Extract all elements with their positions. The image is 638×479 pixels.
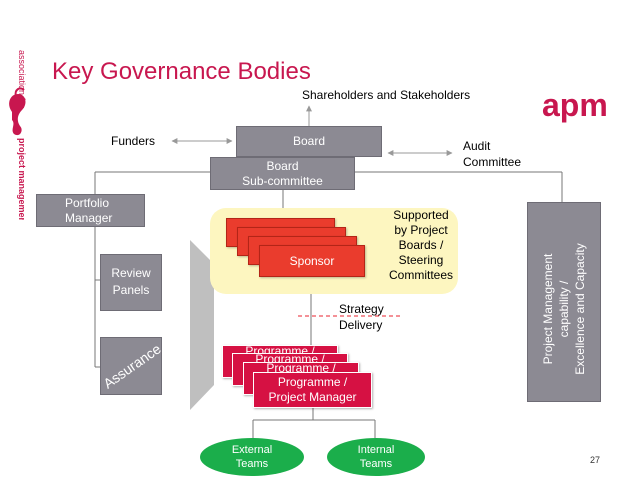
audit-line1: Audit — [463, 139, 491, 153]
pm-capability-box: Project Management capability / Excellen… — [527, 202, 601, 402]
capability-line-2: Excellence and Capacity — [573, 243, 587, 375]
programme-front-line2: Project Manager — [268, 390, 357, 404]
internal-line1: Internal — [357, 444, 395, 456]
apm-logo: apm — [542, 90, 608, 123]
supported-by-label: Supported by Project Boards / Steering C… — [381, 208, 461, 283]
programme-front-line1: Programme / — [277, 375, 348, 389]
audit-line2: Committee — [463, 155, 522, 169]
supported-line-2: Boards / — [398, 238, 444, 252]
supported-line-3: Steering — [398, 253, 444, 267]
delivery-label: Delivery — [339, 318, 383, 332]
external-line2: Teams — [235, 458, 269, 470]
review-line1: Review — [111, 266, 151, 280]
big-gray-arrow — [190, 240, 214, 410]
subcommittee-line2: Sub-committee — [242, 174, 323, 188]
external-line1: External — [231, 444, 273, 456]
board-label: Board — [292, 134, 326, 148]
internal-teams-oval: Internal Teams — [327, 438, 425, 476]
shareholders-label: Shareholders and Stakeholders — [302, 88, 471, 102]
board-box: Board — [236, 126, 382, 157]
capability-line-1: capability / — [557, 280, 571, 338]
sponsor-label: Sponsor — [289, 254, 335, 268]
assurance-label: Assurance — [100, 340, 162, 392]
review-panels-box: Review Panels — [100, 254, 162, 311]
apm-side-branding: association for project management — [9, 50, 27, 220]
assurance-box: Assurance — [100, 337, 162, 395]
supported-line-1: by Project — [394, 223, 448, 237]
supported-line-4: Committees — [388, 268, 453, 282]
side-text-top: association for — [17, 50, 27, 108]
pm-capability-label: Project Management capability / Excellen… — [540, 209, 590, 401]
slide-title: Key Governance Bodies — [52, 58, 311, 85]
portfolio-line1: Portfolio — [65, 196, 110, 210]
portfolio-line2: Manager — [65, 211, 113, 225]
page-number: 27 — [590, 455, 601, 465]
review-line2: Panels — [112, 283, 150, 297]
side-text-bottom: project management — [17, 138, 27, 220]
audit-committee-label: Audit Committee — [463, 139, 521, 169]
sponsor-card: Sponsor — [259, 245, 365, 277]
external-teams-oval: External Teams — [200, 438, 304, 476]
flamingo-icon — [9, 87, 26, 136]
portfolio-manager-box: Portfolio Manager — [36, 194, 145, 227]
programme-manager-card: Programme / Project Manager — [253, 372, 372, 408]
board-subcommittee-box: Board Sub-committee — [210, 157, 355, 190]
supported-line-0: Supported — [393, 208, 449, 222]
internal-line2: Teams — [359, 458, 393, 470]
subcommittee-line1: Board — [266, 159, 299, 173]
capability-line-0: Project Management — [541, 253, 555, 365]
apm-logo-text: apm — [542, 90, 608, 123]
strategy-label: Strategy — [339, 302, 384, 316]
funders-label: Funders — [111, 134, 156, 148]
programme-back3-label: Programme / — [266, 361, 336, 375]
